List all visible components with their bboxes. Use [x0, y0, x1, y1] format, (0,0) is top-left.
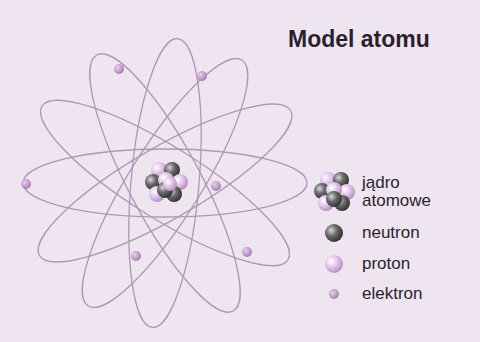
orbits: [21, 36, 308, 331]
legend-label: elektron: [362, 285, 422, 303]
nucleus: [145, 162, 188, 202]
legend-neutron-icon: [325, 224, 343, 242]
legend-proton-icon: [325, 255, 343, 273]
legend-electron-icon: [329, 289, 339, 299]
legend-label: neutron: [362, 224, 420, 242]
electrons: [21, 64, 252, 261]
legend-nucleus-icon: [314, 172, 355, 211]
legend-label: jądro atomowe: [362, 174, 462, 210]
legend-label: proton: [362, 255, 410, 273]
diagram-title: Model atomu: [288, 26, 430, 52]
